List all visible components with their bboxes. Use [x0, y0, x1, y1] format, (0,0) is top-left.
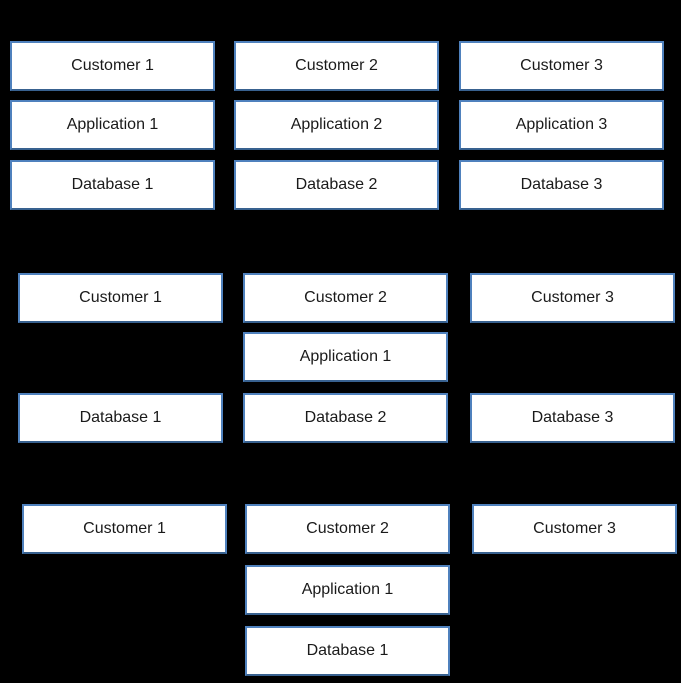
box-database-2: Database 2: [243, 393, 448, 443]
box-application-2: Application 2: [234, 100, 439, 150]
box-application-1: Application 1: [10, 100, 215, 150]
box-customer-2: Customer 2: [234, 41, 439, 91]
box-customer-2: Customer 2: [243, 273, 448, 323]
box-customer-1: Customer 1: [22, 504, 227, 554]
box-customer-2: Customer 2: [245, 504, 450, 554]
box-customer-1: Customer 1: [18, 273, 223, 323]
box-database-1: Database 1: [10, 160, 215, 210]
box-database-1: Database 1: [245, 626, 450, 676]
box-customer-3: Customer 3: [459, 41, 664, 91]
box-database-3: Database 3: [459, 160, 664, 210]
box-application-1: Application 1: [245, 565, 450, 615]
box-database-2: Database 2: [234, 160, 439, 210]
box-customer-3: Customer 3: [470, 273, 675, 323]
box-database-3: Database 3: [470, 393, 675, 443]
box-application-3: Application 3: [459, 100, 664, 150]
box-customer-3: Customer 3: [472, 504, 677, 554]
box-application-1: Application 1: [243, 332, 448, 382]
box-customer-1: Customer 1: [10, 41, 215, 91]
box-database-1: Database 1: [18, 393, 223, 443]
